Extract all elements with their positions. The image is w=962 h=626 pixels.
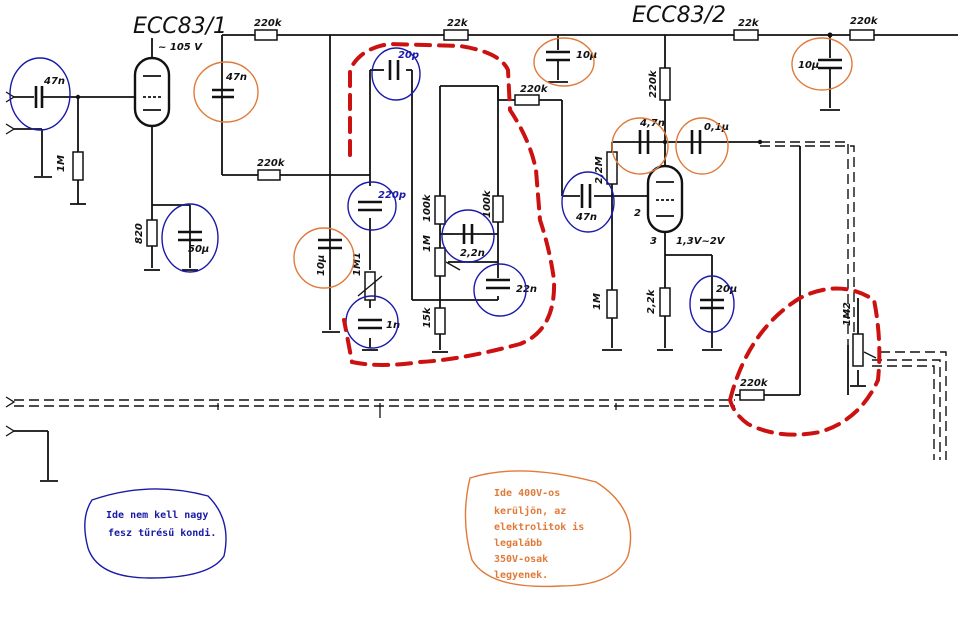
capacitor-220p [358, 200, 382, 212]
red-boundary [342, 41, 882, 437]
tube1-symbol [133, 38, 198, 271]
label-in-cap: 47n [43, 76, 65, 87]
capacitor-22n [486, 278, 510, 290]
orange-note-line-5: 350V-osak [494, 554, 548, 565]
label-r-220k-a: 220k [520, 84, 549, 95]
label-r-22k-right: 22k [738, 18, 760, 29]
label-r-22k-mid: 22k [447, 18, 469, 29]
capacitor-4n7 [638, 130, 650, 154]
label-r-15k: 15k [422, 306, 433, 328]
label-c-220p: 220p [378, 190, 406, 201]
label-c-47n-out: 4,7n [639, 118, 665, 129]
resistor-220k-right [849, 29, 875, 41]
capacitor-47n-grid2 [580, 184, 592, 208]
resistor-220k-top [254, 29, 278, 41]
blue-note-line-1: Ide nem kell nagy [106, 510, 208, 521]
orange-note-line-4: legalább [494, 537, 542, 549]
blue-circles [9, 47, 735, 349]
resistor-220k-mid [257, 169, 281, 181]
label-c-01u: 0,1μ [704, 122, 729, 133]
capacitor-1n [358, 318, 382, 330]
resistor-220k-plate2 [659, 67, 671, 101]
cathode1-resistor [146, 219, 158, 247]
capacitor-10u-left [318, 238, 342, 250]
label-c-47n-top: 47n [225, 72, 247, 83]
tube2-title: ECC83/2 [632, 3, 726, 28]
label-c-10u-left: 10μ [316, 255, 327, 276]
label-cath1-res: 820 [134, 223, 145, 244]
resistor-22k-mid [443, 29, 469, 41]
label-r-22M: 2,2M [594, 156, 605, 184]
label-r-100k-b: 100k [482, 189, 493, 218]
coupling-cap-47n [212, 88, 370, 176]
label-c-47n-grid2: 47n [575, 212, 597, 223]
orange-note-line-1: Ide 400V-os [494, 488, 560, 499]
capacitor-0u1 [690, 130, 702, 154]
stage2-input-wiring [539, 99, 648, 197]
label-r-220k-right: 220k [850, 16, 879, 27]
blue-note: Ide nem kell nagy fesz tűrésű kondi. [84, 488, 227, 579]
label-c-20u: 20μ [716, 284, 737, 295]
label-cath1-cap: 50μ [188, 244, 209, 255]
resistor-2M2 [606, 151, 618, 185]
pot-1M-wiper [445, 261, 461, 271]
orange-note-line-3: elektrolitok is [494, 521, 584, 533]
label-r-100k-a: 100k [422, 193, 433, 222]
resistor-15k [434, 307, 446, 335]
label-r-1M-grid2: 1M [592, 293, 603, 310]
label-r-1M1: 1M1 [352, 252, 363, 276]
label-c-1n: 1n [386, 320, 400, 331]
orange-circles [193, 37, 853, 289]
label-r-22k-cath2: 2,2k [646, 288, 657, 314]
label-tube2-pin-plate: 2 [634, 208, 641, 219]
pot-1M1-arrow [357, 275, 383, 297]
label-tube1-voltage: ~ 105 V [158, 42, 203, 53]
label-pot-1M: 1M [422, 235, 433, 252]
resistor-220k-feedback [739, 389, 765, 401]
label-c-10u-top: 10μ [576, 50, 597, 61]
capacitor-2n2 [462, 224, 474, 244]
capacitor-20p [388, 60, 400, 80]
label-r-220k-top: 220k [254, 18, 283, 29]
label-tube2-cathode-voltage: 1,3V~2V [676, 236, 726, 247]
label-r-220k-fb: 220k [740, 378, 769, 389]
pot-1M2-wiper [863, 351, 877, 359]
tube2-symbol [646, 35, 722, 351]
resistor-22k-right [733, 29, 759, 41]
resistor-1M-grid2 [606, 289, 618, 319]
label-grid-res: 1M [56, 155, 67, 172]
shielded-cables [5, 141, 947, 482]
label-c-20p: 20p [398, 50, 419, 61]
capacitor-10u-top [546, 35, 570, 83]
label-r-220k-plate2: 220k [648, 69, 659, 98]
hv-rail [221, 34, 958, 122]
orange-note-line-2: kerüljön, az [494, 505, 566, 517]
label-r-220k-mid: 220k [257, 158, 286, 169]
resistor-100k-b [492, 195, 504, 223]
input-section [5, 86, 135, 205]
capacitor-20u [700, 298, 724, 310]
resistor-2k2-cathode2 [659, 287, 671, 317]
resistor-220k-a [514, 94, 540, 106]
label-pot-1M2: 1M2 [842, 302, 853, 326]
tone-stack-wiring [322, 35, 515, 353]
label-c-2n2: 2,2n [460, 248, 485, 259]
potentiometer-1M [434, 247, 446, 277]
blue-note-line-2: fesz tűrésű kondi. [108, 527, 216, 539]
tube1-title: ECC83/1 [133, 14, 227, 39]
orange-note: Ide 400V-os kerüljön, az elektrolitok is… [464, 470, 632, 588]
capacitor-10u-right [818, 32, 842, 111]
label-tube2-pin-cathode: 3 [650, 236, 657, 247]
resistor-100k-a [434, 195, 446, 225]
label-c-10u-right: 10μ [798, 60, 819, 71]
orange-note-line-6: legyenek. [494, 570, 548, 581]
potentiometer-1M2 [852, 333, 864, 367]
cathode1-capacitor [178, 230, 202, 242]
